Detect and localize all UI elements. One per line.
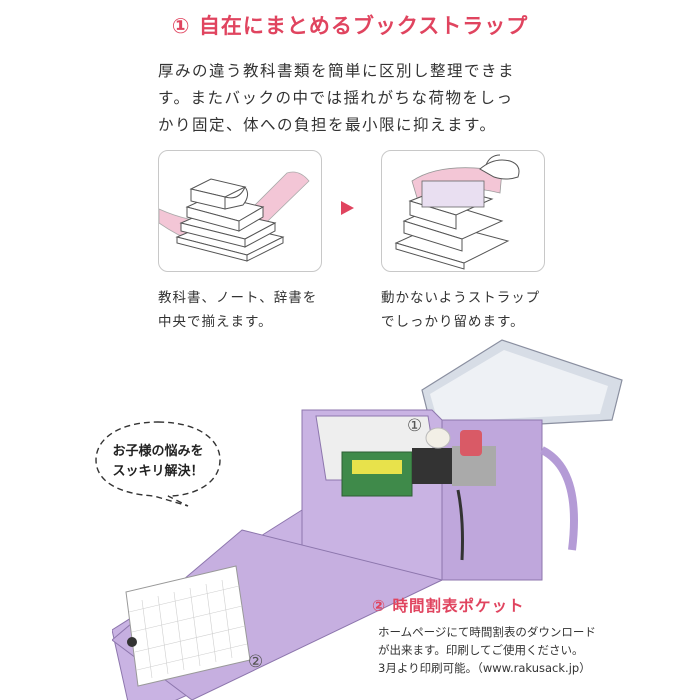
- paragraph-line: す。またバックの中では揺れがちな荷物をしっ: [158, 89, 514, 107]
- books-stack-illustration: [159, 171, 310, 262]
- arrow-right-icon: [341, 201, 354, 215]
- marker-one: ①: [407, 416, 423, 436]
- bubble-line: お子様の悩みを: [112, 444, 204, 459]
- paragraph-line: かり固定、体への負担を最小限に抑えます。: [158, 116, 497, 134]
- strap-fastening-illustration: [394, 154, 520, 270]
- section1-paragraph: 厚みの違う教科書類を簡単に区別し整理できま す。またバックの中では揺れがちな荷物…: [158, 58, 558, 139]
- section1-heading: ① 自在にまとめるブックストラップ: [171, 14, 529, 38]
- step2-caption: 動かないようストラップ でしっかり留めます。: [381, 286, 540, 334]
- caption-line: 動かないようストラップ: [381, 290, 541, 306]
- bubble-text: お子様の悩みを スッキリ解決！: [92, 442, 224, 482]
- backpack-photo: [112, 330, 632, 700]
- paragraph-line: ホームページにて時間割表のダウンロード: [378, 625, 596, 639]
- step2-illustration: [381, 150, 545, 272]
- speech-bubble-shape: [95, 421, 221, 507]
- caption-line: 教科書、ノート、辞書を: [158, 290, 318, 306]
- backpack-illustration: [112, 339, 623, 700]
- speech-bubble: お子様の悩みを スッキリ解決！: [92, 418, 224, 508]
- step1-illustration: [158, 150, 322, 272]
- section2-paragraph: ホームページにて時間割表のダウンロード が出来ます。印刷してご使用ください。 3…: [378, 623, 596, 677]
- paragraph-line: 3月より印刷可能。（www.rakusack.jp）: [378, 661, 591, 675]
- paragraph-line: が出来ます。印刷してご使用ください。: [378, 643, 584, 657]
- section2-heading: ② 時間割表ポケット: [372, 597, 525, 615]
- step1-caption: 教科書、ノート、辞書を 中央で揃えます。: [158, 286, 317, 334]
- caption-line: 中央で揃えます。: [158, 314, 273, 330]
- bubble-line: スッキリ解決！: [112, 464, 204, 479]
- paragraph-line: 厚みの違う教科書類を簡単に区別し整理できま: [158, 62, 516, 80]
- caption-line: でしっかり留めます。: [381, 314, 525, 330]
- marker-two: ②: [248, 652, 264, 672]
